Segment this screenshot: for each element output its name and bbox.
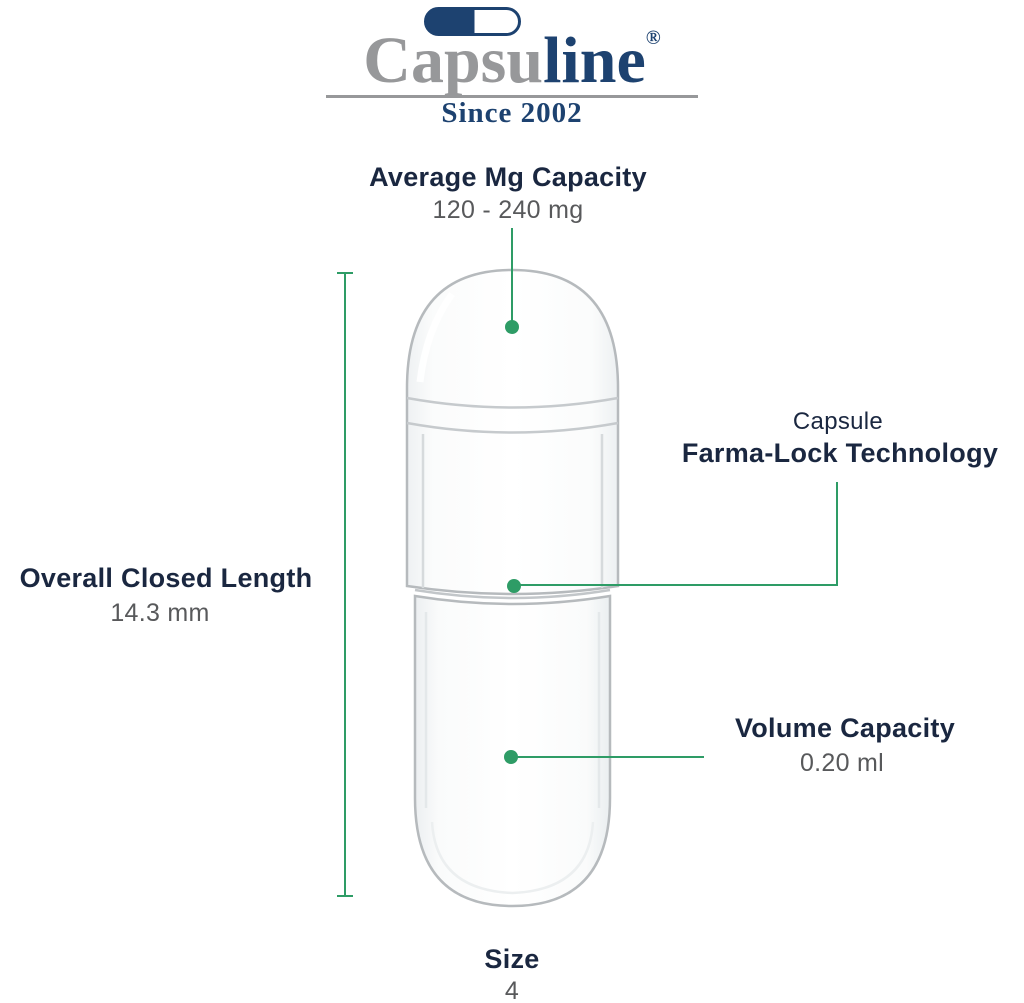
brand-wordmark: Capsuline® [363,26,660,95]
farma-lock-label-line2: Farma-Lock Technology [681,438,999,468]
measurement-bracket-top-tick [337,272,353,274]
registered-trademark: ® [645,27,661,49]
volume-capacity-value: 0.20 ml [799,749,885,777]
size-label: Size [484,944,540,974]
capsule-pill-icon [424,7,521,36]
average-mg-capacity-value: 120 - 240 mg [432,196,584,224]
connector-line-farma-lock-horizontal [519,584,838,586]
connector-line-average-capacity [511,228,513,322]
measurement-bracket-bottom-tick [337,895,353,897]
callout-dot-average-capacity [505,320,519,334]
brand-tagline: Since 2002 [441,97,583,129]
measurement-bracket-line [344,273,346,897]
volume-capacity-label: Volume Capacity [734,713,956,743]
farma-lock-label-line1: Capsule [792,408,884,435]
connector-line-volume [517,756,704,758]
brand-name-part2: line [543,24,646,97]
capsule-illustration [405,268,620,908]
overall-closed-length-value: 14.3 mm [110,599,210,627]
overall-closed-length-label: Overall Closed Length [19,563,313,593]
size-value: 4 [504,977,520,1003]
callout-dot-farma-lock [507,579,521,593]
callout-dot-volume [504,750,518,764]
logo-underline [326,95,698,98]
brand-name-part1: Capsu [363,24,544,97]
average-mg-capacity-label: Average Mg Capacity [369,162,647,192]
connector-line-farma-lock-vertical [836,482,838,586]
